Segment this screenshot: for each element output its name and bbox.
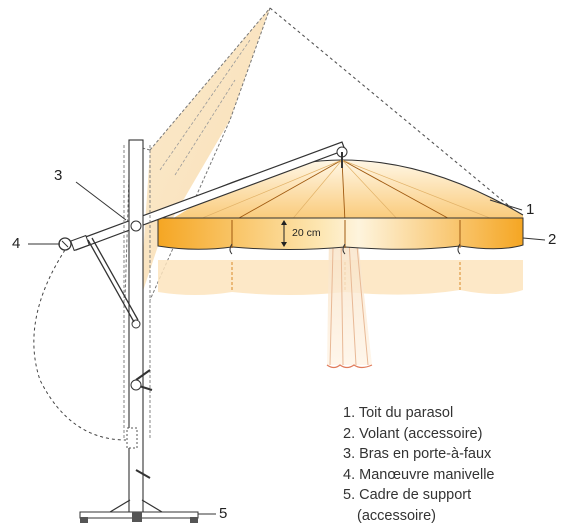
legend-item: 1. Toit du parasol [343,405,454,421]
crank-arc [33,249,127,441]
dimension-label: 20 cm [292,227,321,239]
valance [157,217,524,255]
callout-2: 2 [548,231,557,248]
crank-handle [58,234,90,252]
mast [123,139,153,516]
legend-item: (accessoire) [357,507,436,524]
dimension-arrow [281,220,287,247]
base-frame [79,499,199,523]
legend-item: 4. Manœuvre manivelle [343,466,495,483]
callout-5: 5 [219,505,228,522]
legend-item: 2. Volant (accessoire) [343,425,483,442]
callout-1: 1 [526,201,535,218]
callout-4: 4 [12,235,21,252]
brace-struts [87,237,139,323]
legend: 1. Toit du parasol 2. Volant (accessoire… [343,403,495,526]
tilted-canopy-ghost [124,7,271,301]
legend-item: 3. Bras en porte-à-faux [343,446,492,462]
callout-3: 3 [54,167,63,184]
callout-leaders [28,181,546,515]
tilt-outline [269,7,521,216]
legend-item: 5. Cadre de support [343,487,472,503]
